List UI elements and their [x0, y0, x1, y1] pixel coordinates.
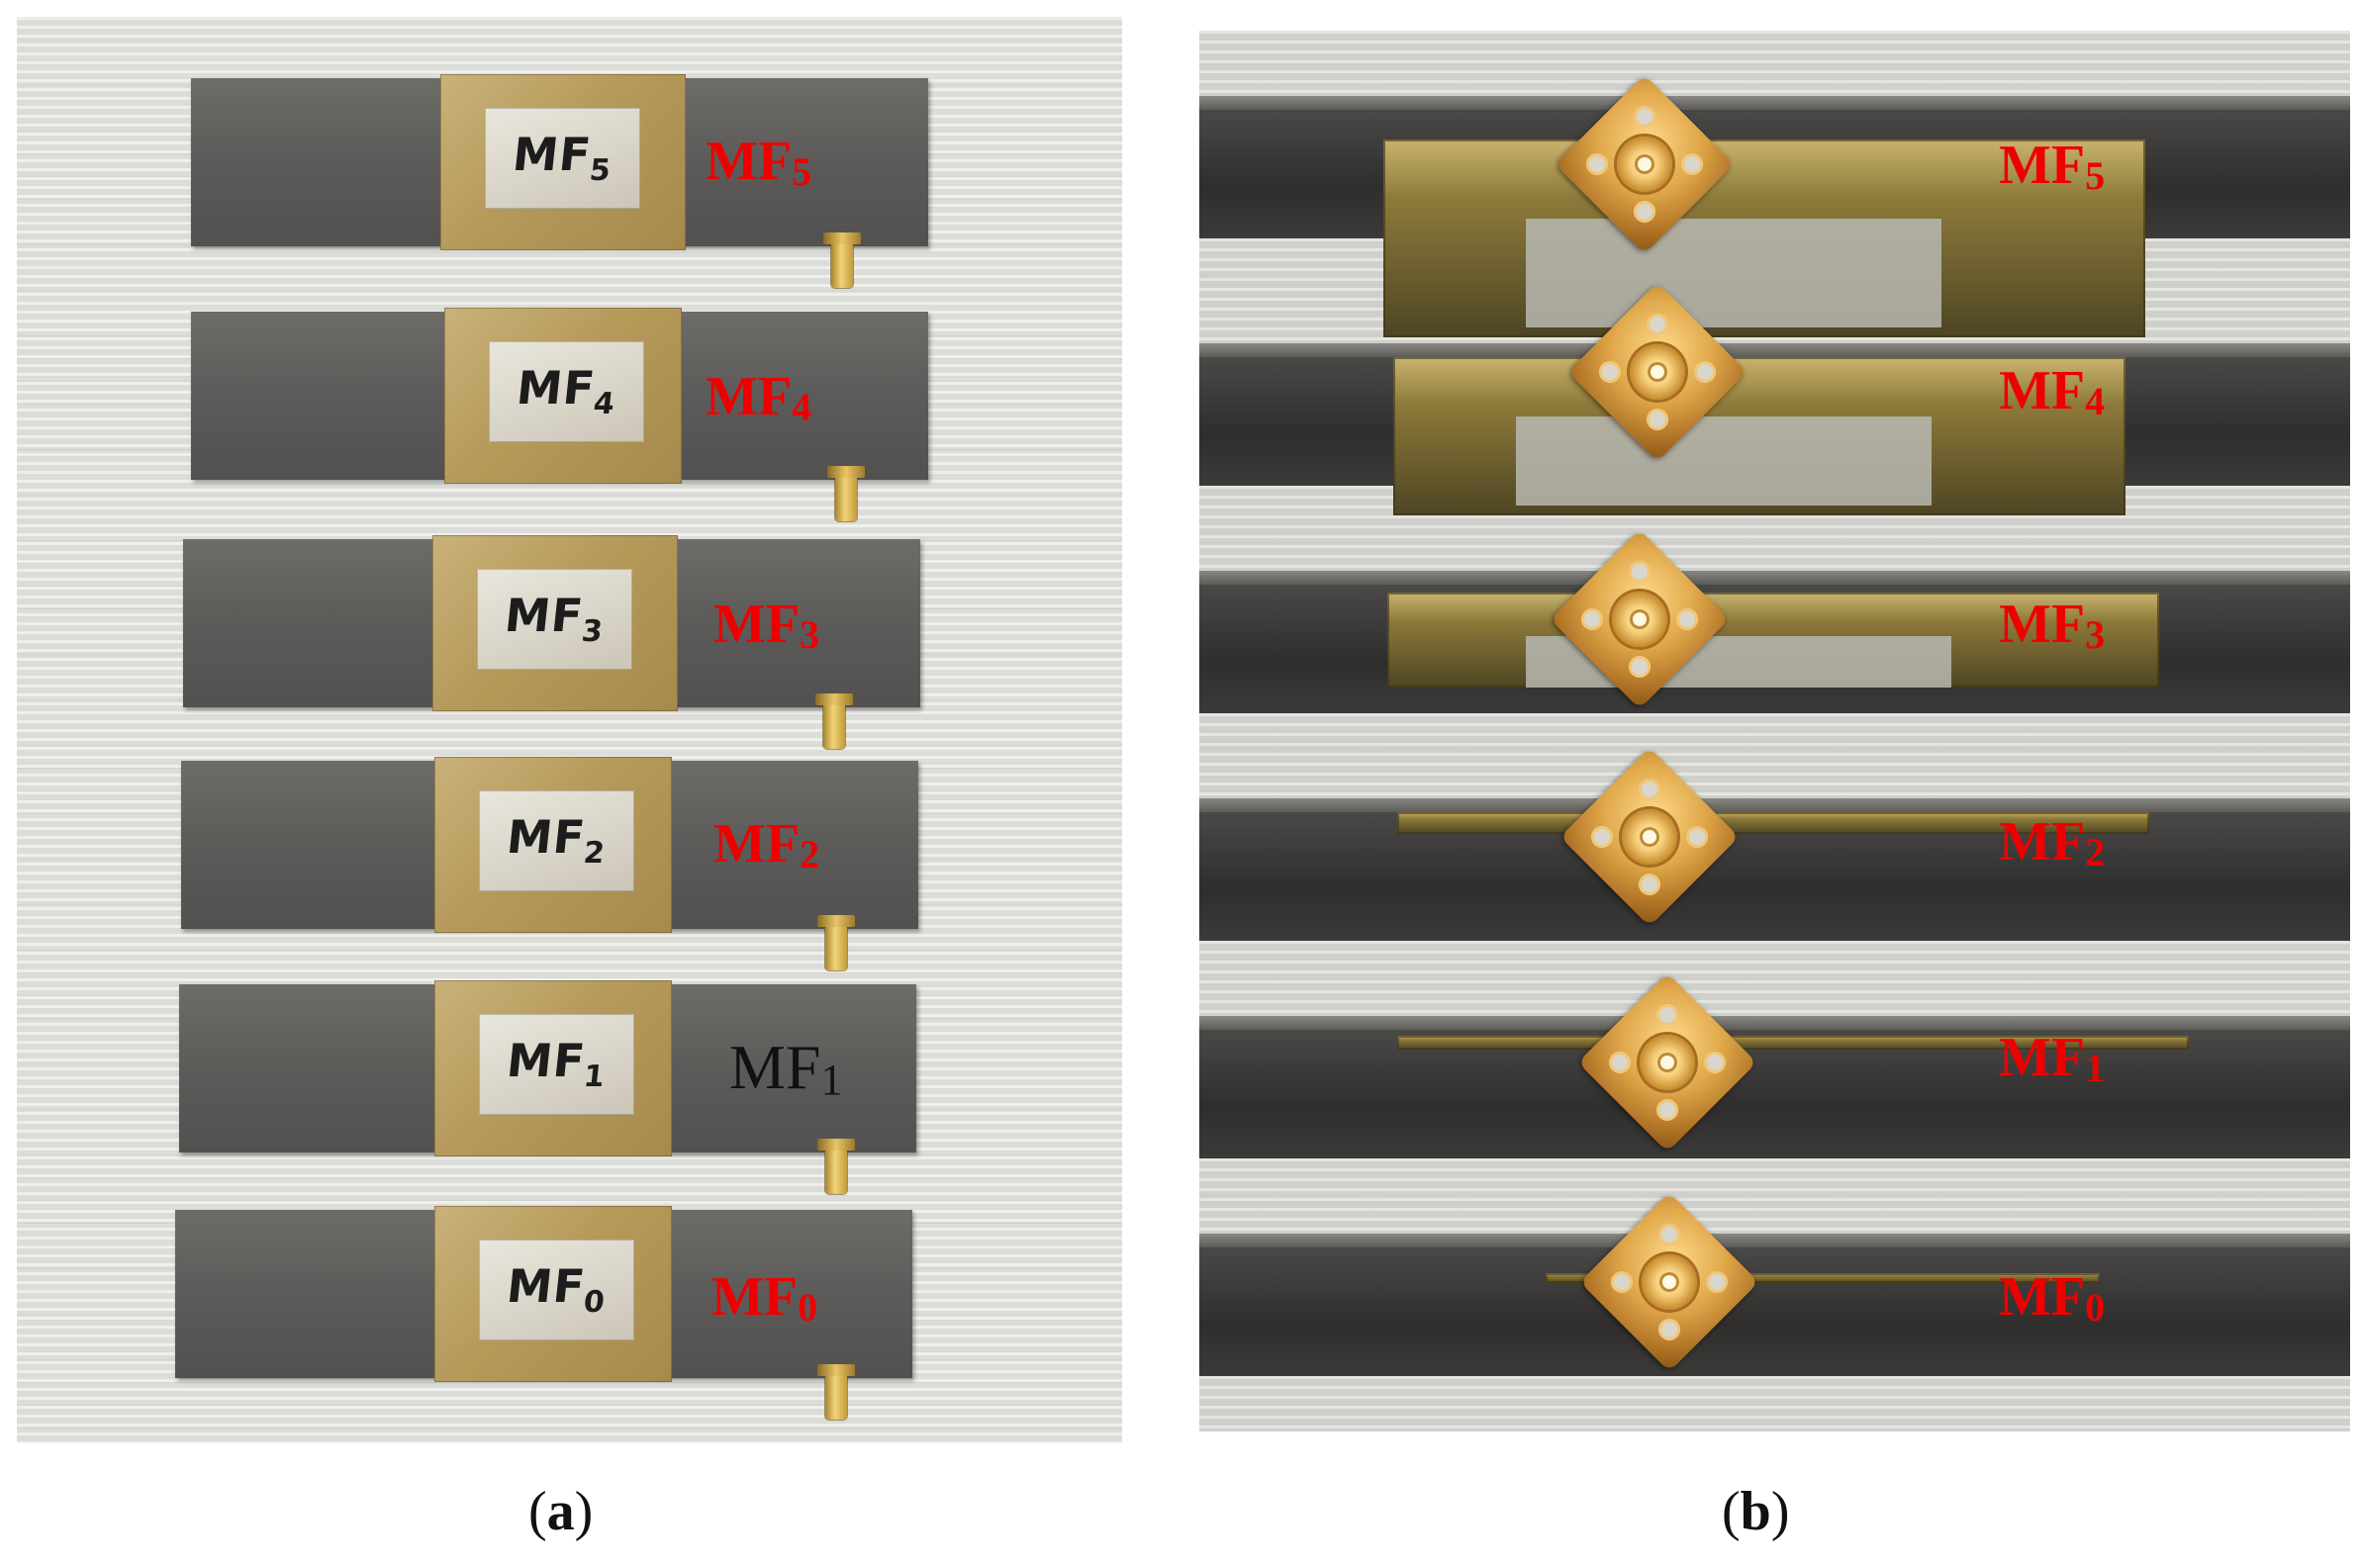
- mount-hole: [1586, 153, 1608, 175]
- mount-hole: [1581, 608, 1603, 630]
- sample-strip-mf4: MF4 MF4: [191, 308, 928, 521]
- mount-hole: [1599, 361, 1621, 383]
- connector-pin: [1660, 1056, 1674, 1069]
- sample-label-plate: MF2: [479, 790, 634, 891]
- connector-pin: [1638, 157, 1652, 171]
- mount-hole: [1634, 106, 1655, 128]
- sample-strip-mf1: MF1 MF1: [179, 980, 916, 1194]
- mount-hole: [1704, 1052, 1726, 1073]
- brass-patch: MF0: [434, 1206, 855, 1420]
- sma-connector: [823, 232, 861, 288]
- handwritten-label: MF5: [510, 128, 614, 189]
- sample-label-plate: MF0: [479, 1240, 634, 1340]
- brass-patch: MF2: [434, 757, 855, 970]
- sample-tag-mf3: MF3: [1999, 594, 2106, 657]
- mount-hole: [1629, 656, 1651, 678]
- connector-pin: [1633, 612, 1647, 626]
- sample-strip-mf5: MF5 MF5: [191, 74, 928, 288]
- mount-hole: [1658, 1319, 1680, 1340]
- label-plate: [1526, 219, 1941, 327]
- mount-hole: [1629, 561, 1651, 583]
- mount-hole: [1639, 874, 1660, 895]
- sample-tag-mf2: MF2: [1999, 811, 2106, 875]
- mount-hole: [1706, 1271, 1728, 1293]
- label-plate: [1516, 416, 1932, 506]
- handwritten-label: MF0: [504, 1259, 608, 1321]
- brass-patch: MF3: [432, 535, 853, 749]
- connector-pin: [1651, 365, 1664, 379]
- mount-hole: [1591, 826, 1613, 848]
- sample-tag-mf5: MF5: [1999, 135, 2106, 198]
- sma-connector: [1577, 972, 1757, 1153]
- mount-hole: [1634, 201, 1655, 223]
- sample-tag-mf3: MF3: [713, 594, 820, 657]
- mount-hole: [1611, 1271, 1633, 1293]
- handwritten-label: MF2: [504, 810, 608, 872]
- sample-strip-mf0: MF0 MF0: [175, 1206, 912, 1420]
- mount-hole: [1681, 153, 1703, 175]
- brass-patch: MF1: [434, 980, 855, 1194]
- brass-patch: MF5: [440, 74, 861, 288]
- sma-connector: [817, 915, 855, 970]
- sample-tag-mf4: MF4: [1999, 360, 2106, 423]
- sma-connector: [817, 1139, 855, 1194]
- mount-hole: [1694, 361, 1716, 383]
- mount-hole: [1639, 779, 1660, 800]
- sample-bar: [1199, 798, 2350, 941]
- sample-label-plate: MF1: [479, 1014, 634, 1115]
- sma-connector: [1550, 529, 1730, 709]
- sample-tag-mf1: MF1: [1999, 1027, 2106, 1090]
- sma-connector: [827, 466, 865, 521]
- sma-connector: [1555, 74, 1735, 254]
- sample-strip-mf2: MF2 MF2: [181, 757, 918, 970]
- sample-tag-mf5: MF5: [706, 131, 812, 194]
- mount-hole: [1609, 1052, 1631, 1073]
- photo-panel-a: MF5 MF5 MF4 MF4 MF3 MF3 MF2: [17, 17, 1122, 1443]
- sample-bar: [1199, 1016, 2350, 1158]
- sample-tag-mf1: MF1: [729, 1032, 843, 1104]
- connector-pin: [1662, 1275, 1676, 1289]
- mount-hole: [1676, 608, 1698, 630]
- sample-label-plate: MF5: [485, 108, 640, 209]
- photo-panel-b: MF5 MF4 MF3 MF2 MF1 MF0: [1199, 31, 2350, 1431]
- sample-label-plate: MF4: [489, 341, 644, 442]
- connector-pin: [1643, 830, 1656, 844]
- mount-hole: [1658, 1224, 1680, 1245]
- sample-strip-mf3: MF3 MF3: [183, 535, 920, 749]
- sample-label-plate: MF3: [477, 569, 632, 670]
- handwritten-label: MF4: [514, 361, 617, 422]
- sma-connector: [815, 693, 853, 749]
- brass-patch: MF4: [444, 308, 865, 521]
- mount-hole: [1656, 1099, 1678, 1121]
- sample-tag-mf0: MF0: [711, 1266, 818, 1330]
- brass-board: [1546, 1273, 2100, 1283]
- handwritten-label: MF1: [504, 1034, 608, 1095]
- mount-hole: [1686, 826, 1708, 848]
- sample-tag-mf2: MF2: [713, 813, 820, 876]
- mount-hole: [1656, 1004, 1678, 1026]
- sma-connector: [817, 1364, 855, 1420]
- mount-hole: [1647, 314, 1668, 335]
- sma-connector: [1567, 282, 1747, 462]
- sample-tag-mf4: MF4: [706, 366, 812, 429]
- sample-tag-mf0: MF0: [1999, 1266, 2106, 1330]
- caption-b: (b): [1722, 1481, 1790, 1542]
- sma-connector: [1579, 1192, 1759, 1372]
- handwritten-label: MF3: [502, 589, 606, 650]
- mount-hole: [1647, 409, 1668, 430]
- sample-bar: [1199, 1234, 2350, 1376]
- caption-a: (a): [528, 1481, 594, 1542]
- sma-connector: [1559, 747, 1740, 927]
